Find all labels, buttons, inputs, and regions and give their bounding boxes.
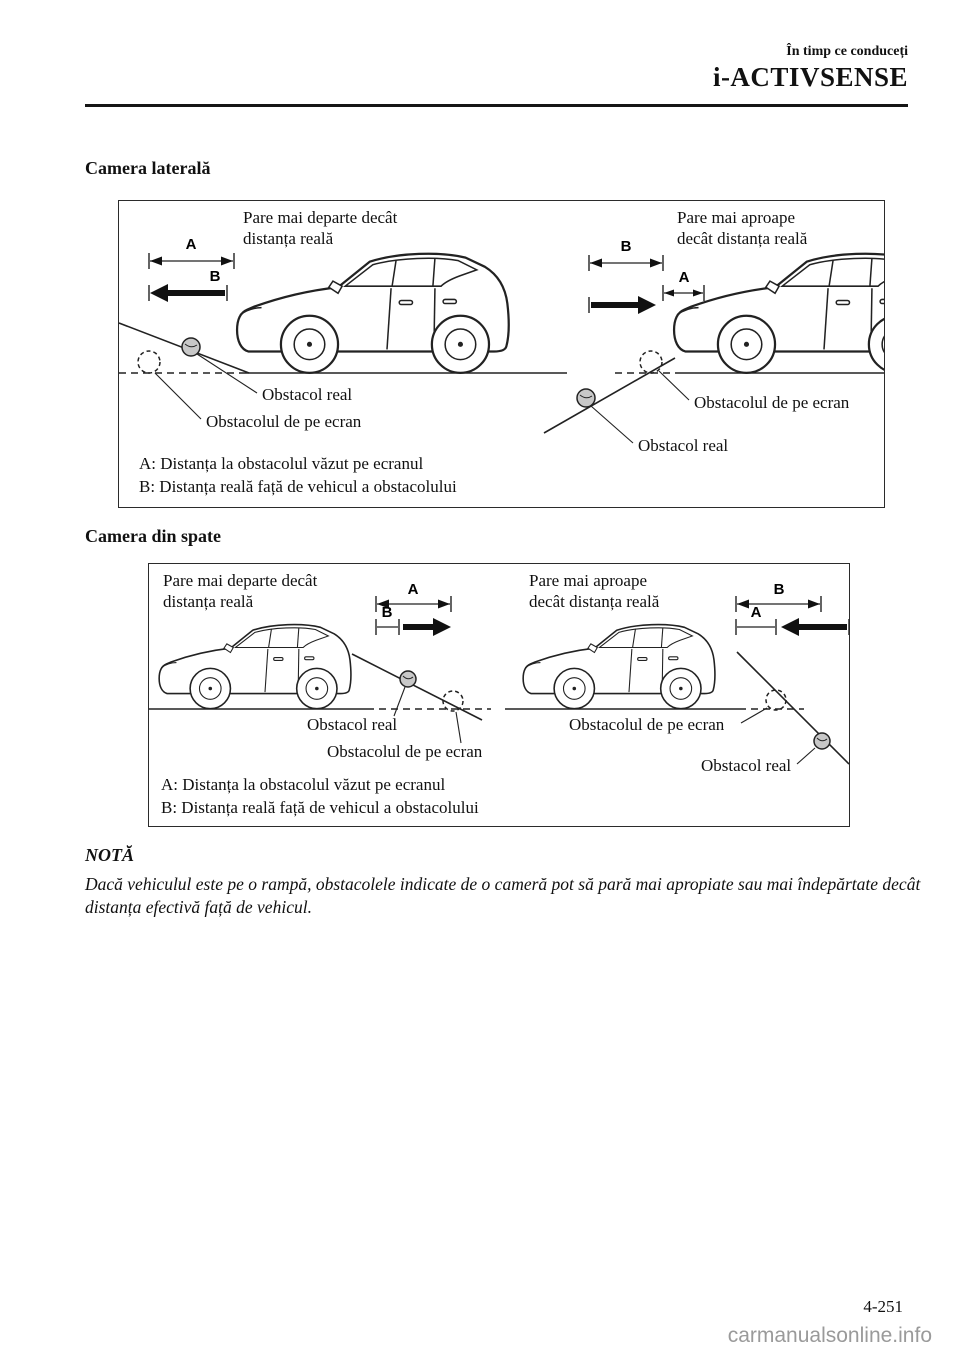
ramp-line <box>351 653 483 721</box>
rear-appears-closer-diagram: Pare mai aproape decât distanța reală B … <box>505 571 849 775</box>
dimension-b: B <box>735 581 822 612</box>
car-illustration <box>522 623 716 710</box>
header-kicker: În timp ce conduceți <box>786 44 908 59</box>
watermark: carmanualsonline.info <box>727 1324 932 1347</box>
figure-legend-a: A: Distanța la obstacolul văzut pe ecran… <box>139 454 423 473</box>
screen-obstacle-label: Obstacolul de pe ecran <box>206 412 362 431</box>
dimension-a: A <box>662 269 705 301</box>
figure-legend-b: B: Distanța reală față de vehicul a obst… <box>139 477 457 496</box>
real-obstacle-label: Obstacol real <box>638 436 728 455</box>
screen-obstacle-label: Obstacolul de pe ecran <box>694 393 850 412</box>
section-heading-rear-camera: Camera din spate <box>85 526 221 546</box>
car-illustration <box>672 252 884 375</box>
screen-obstacle-label: Obstacolul de pe ecran <box>569 715 725 734</box>
page-header: În timp ce conduceți i-ACTIVSENSE <box>713 44 908 93</box>
thick-arrow-right <box>588 296 656 314</box>
leader-line <box>658 370 690 401</box>
screen-obstacle-circle <box>137 350 161 374</box>
dimension-b: B <box>375 604 400 635</box>
leader-line <box>154 372 202 420</box>
label-a: A <box>186 236 197 253</box>
label-b: B <box>774 581 785 598</box>
section-heading-side-camera: Camera laterală <box>85 158 211 178</box>
leader-line <box>196 353 258 394</box>
page-number: 4-251 <box>863 1297 903 1316</box>
leader-line <box>796 747 816 765</box>
screen-obstacle-circle <box>765 689 787 711</box>
caption-line: decât distanța reală <box>529 592 660 611</box>
real-obstacle-label: Obstacol real <box>307 715 397 734</box>
real-obstacle-ball <box>576 388 596 408</box>
side-appears-closer-diagram: Pare mai aproape decât distanța reală B <box>543 208 884 455</box>
figure-rear-camera: Pare mai departe decât distanța reală A … <box>148 563 850 827</box>
leader-line <box>393 686 406 717</box>
screen-obstacle-circle <box>639 350 663 374</box>
real-obstacle-label: Obstacol real <box>701 756 791 775</box>
label-b: B <box>621 238 632 255</box>
leader-line <box>590 405 634 444</box>
dimension-a: A <box>735 604 777 635</box>
leader-line <box>740 707 768 724</box>
thick-arrow-right <box>403 618 451 636</box>
label-b: B <box>210 268 221 285</box>
figure-legend-a: A: Distanța la obstacolul văzut pe ecran… <box>161 775 445 794</box>
label-b: B <box>382 604 393 621</box>
rear-camera-diagram: Pare mai departe decât distanța reală A … <box>149 571 849 817</box>
car-illustration <box>158 623 352 710</box>
real-obstacle-ball <box>399 670 417 688</box>
caption-line: distanța reală <box>163 592 254 611</box>
note-heading: NOTĂ <box>85 845 134 865</box>
dimension-a: A <box>148 236 235 269</box>
caption-line: Pare mai aproape <box>677 208 795 227</box>
label-a: A <box>751 604 762 621</box>
ramp-line <box>736 651 849 765</box>
caption-line: Pare mai aproape <box>529 571 647 590</box>
real-obstacle-label: Obstacol real <box>262 385 352 404</box>
caption-line: distanța reală <box>243 229 334 248</box>
thick-arrow-left <box>150 284 225 302</box>
side-appears-farther-diagram: Pare mai departe decât distanța reală A … <box>119 208 567 431</box>
real-obstacle-ball <box>181 337 201 357</box>
caption-line: Pare mai departe decât <box>163 571 318 590</box>
ramp-line <box>543 357 676 434</box>
note-body: Dacă vehiculul este pe o rampă, obstacol… <box>85 874 921 918</box>
real-obstacle-ball <box>813 732 831 750</box>
figure-legend-b: B: Distanța reală față de vehicul a obst… <box>161 798 479 817</box>
label-a: A <box>679 269 690 286</box>
screen-obstacle-circle <box>442 690 464 712</box>
leader-line <box>455 711 462 744</box>
dimension-b: B <box>148 268 228 302</box>
header-rule <box>85 104 908 107</box>
figure-side-camera: Pare mai departe decât distanța reală A … <box>118 200 885 508</box>
dimension-b: B <box>588 238 664 271</box>
side-camera-diagram: Pare mai departe decât distanța reală A … <box>119 208 884 496</box>
thick-arrow-left <box>781 618 849 636</box>
caption-line: decât distanța reală <box>677 229 808 248</box>
caption-line: Pare mai departe decât <box>243 208 398 227</box>
rear-appears-farther-diagram: Pare mai departe decât distanța reală A … <box>149 571 491 761</box>
screen-obstacle-label: Obstacolul de pe ecran <box>327 742 483 761</box>
header-title: i-ACTIVSENSE <box>712 62 908 92</box>
label-a: A <box>408 581 419 598</box>
car-illustration <box>235 252 510 375</box>
dimension-a: A <box>375 581 452 612</box>
